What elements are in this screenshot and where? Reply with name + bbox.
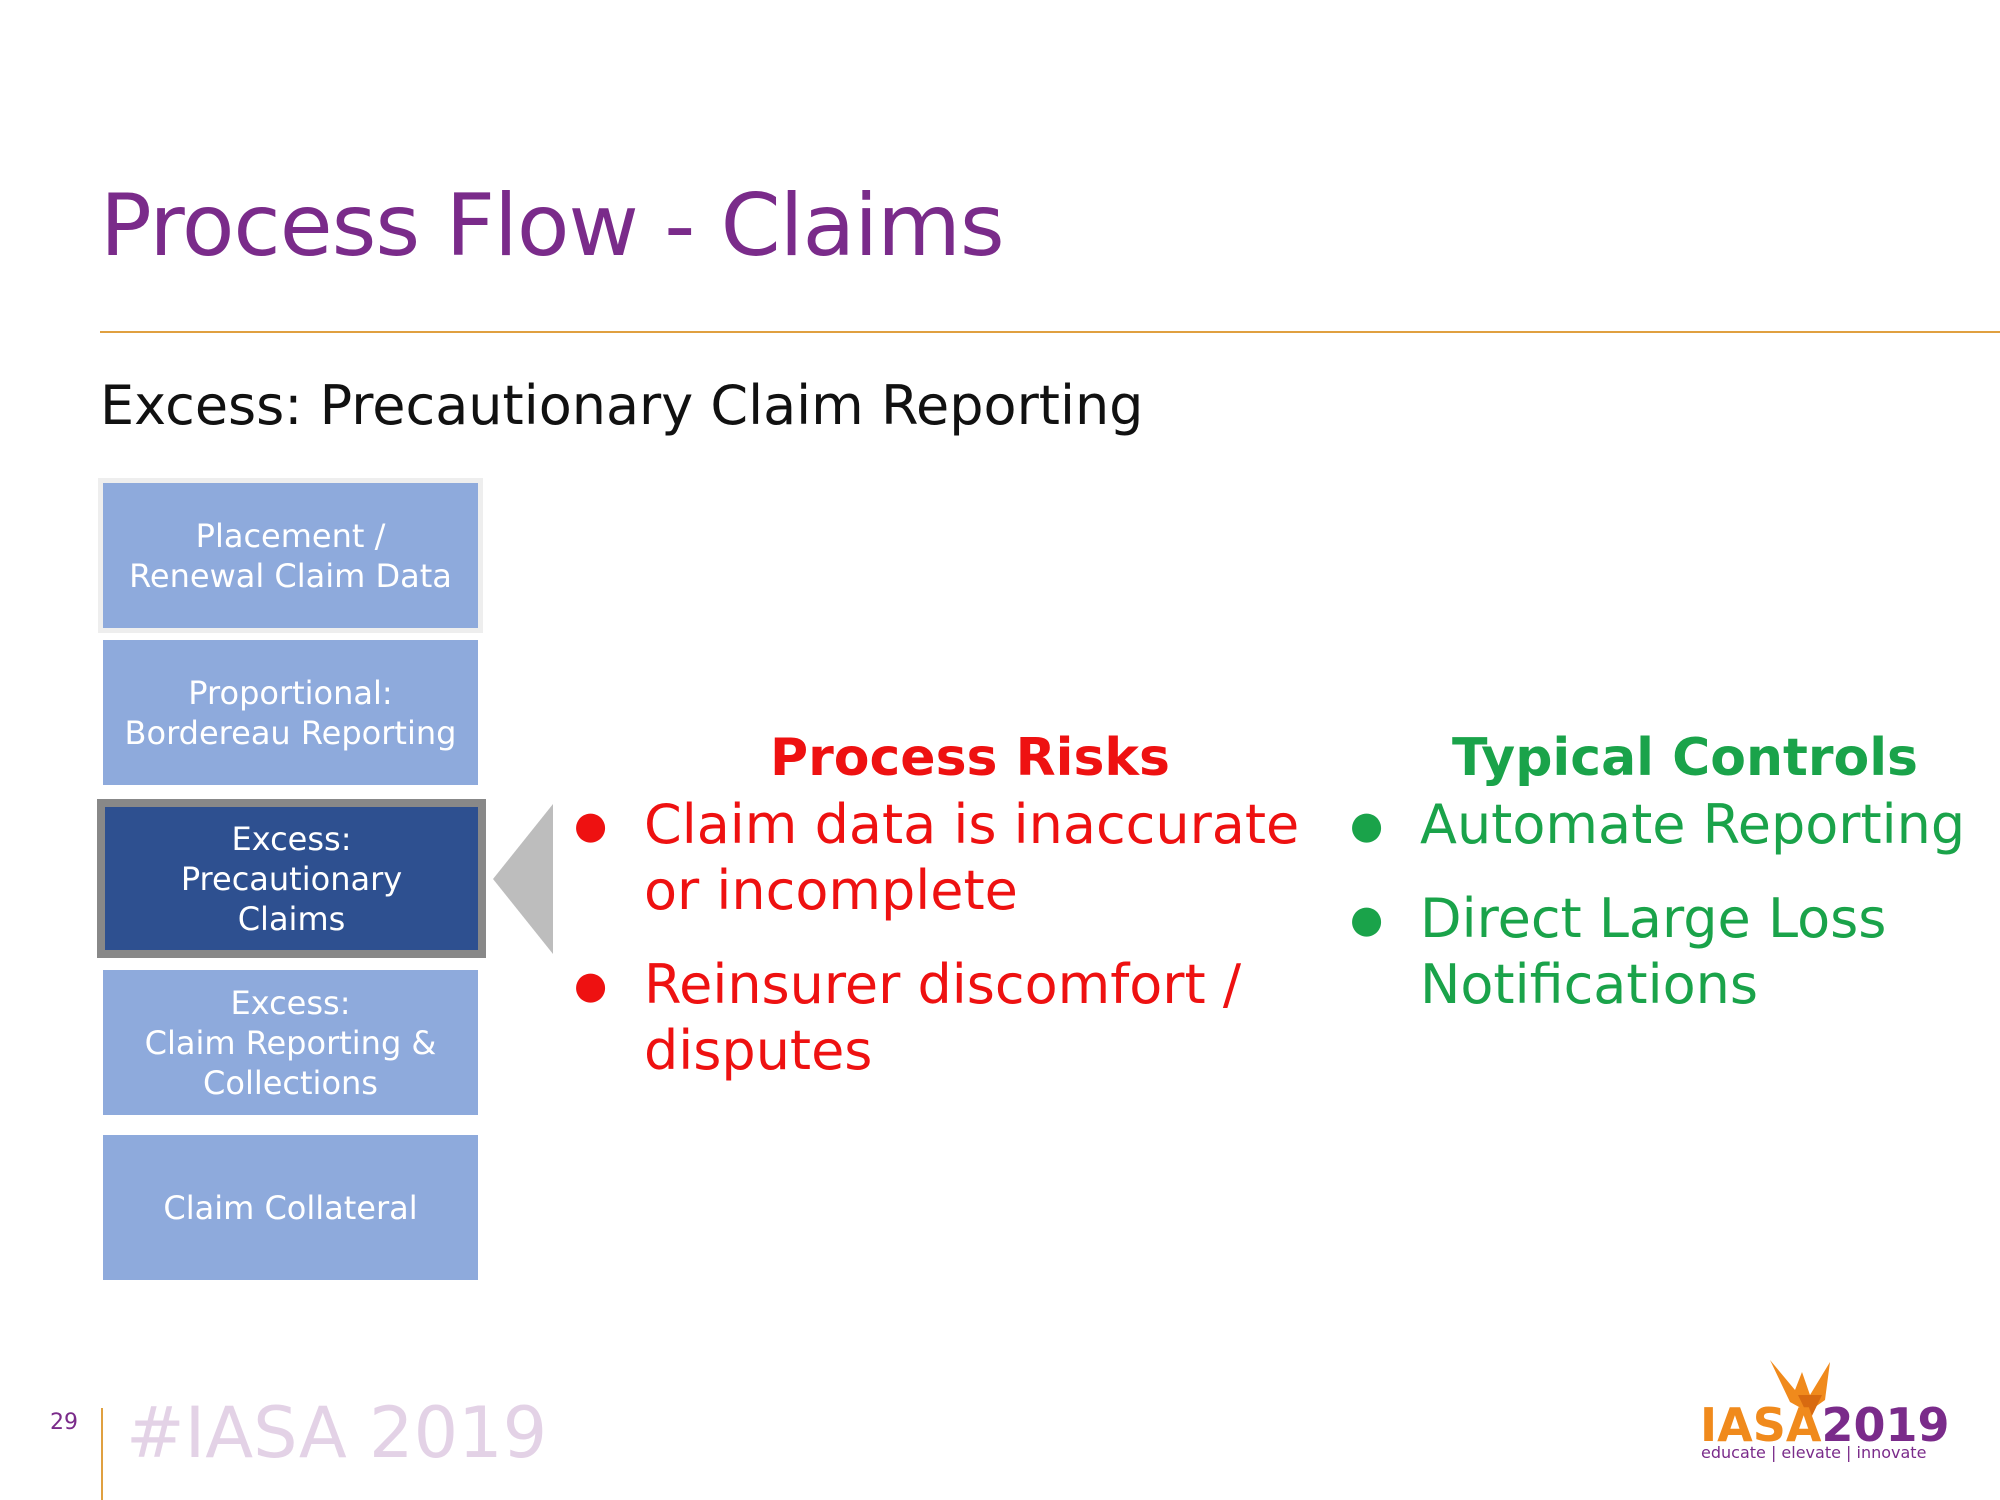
process-step-excess-reporting[interactable]: Excess: Claim Reporting & Collections: [103, 970, 478, 1115]
typical-controls-heading: Typical Controls: [1452, 728, 1918, 788]
list-item: ● Automate Reporting: [1350, 792, 1980, 858]
process-step-label: Claim Collateral: [163, 1188, 418, 1227]
pointer-arrow-icon: [493, 804, 553, 954]
process-step-label: Excess: Claim Reporting & Collections: [144, 983, 437, 1102]
footer-hashtag: #IASA 2019: [126, 1392, 548, 1474]
footer-divider: [101, 1408, 103, 1500]
bullet-icon: ●: [574, 963, 608, 1007]
page-subtitle: Excess: Precautionary Claim Reporting: [100, 374, 1144, 437]
process-risks-heading: Process Risks: [770, 728, 1170, 788]
bullet-icon: ●: [1350, 803, 1384, 847]
page-title: Process Flow - Claims: [100, 176, 1005, 276]
logo-part-iasa: IASA: [1700, 1398, 1822, 1452]
process-step-label: Excess: Precautionary Claims: [180, 819, 403, 938]
iasa-logo: IASA2019: [1700, 1398, 1949, 1452]
bullet-icon: ●: [574, 803, 608, 847]
bullet-icon: ●: [1350, 897, 1384, 941]
process-step-excess-precautionary[interactable]: Excess: Precautionary Claims: [97, 799, 486, 958]
phoenix-logo-icon: [1770, 1360, 1830, 1420]
control-text: Direct Large Loss Notifications: [1420, 887, 1887, 1016]
process-step-label: Proportional: Bordereau Reporting: [124, 673, 457, 752]
process-step-label: Placement / Renewal Claim Data: [129, 516, 452, 595]
page-number: 29: [50, 1410, 78, 1435]
list-item: ● Direct Large Loss Notifications: [1350, 886, 1980, 1018]
list-item: ● Reinsurer discomfort / disputes: [574, 952, 1324, 1084]
typical-controls-list: ● Automate Reporting ● Direct Large Loss…: [1350, 792, 1980, 1046]
risk-text: Claim data is inaccurate or incomplete: [644, 793, 1300, 922]
process-risks-list: ● Claim data is inaccurate or incomplete…: [574, 792, 1324, 1112]
process-step-proportional[interactable]: Proportional: Bordereau Reporting: [103, 640, 478, 785]
process-step-placement[interactable]: Placement / Renewal Claim Data: [98, 478, 483, 633]
control-text: Automate Reporting: [1420, 793, 1966, 856]
process-step-collateral[interactable]: Claim Collateral: [103, 1135, 478, 1280]
logo-part-year: 2019: [1821, 1398, 1950, 1452]
title-divider: [100, 331, 2000, 333]
logo-tagline: educate | elevate | innovate: [1701, 1443, 1927, 1462]
list-item: ● Claim data is inaccurate or incomplete: [574, 792, 1324, 924]
risk-text: Reinsurer discomfort / disputes: [644, 953, 1242, 1082]
